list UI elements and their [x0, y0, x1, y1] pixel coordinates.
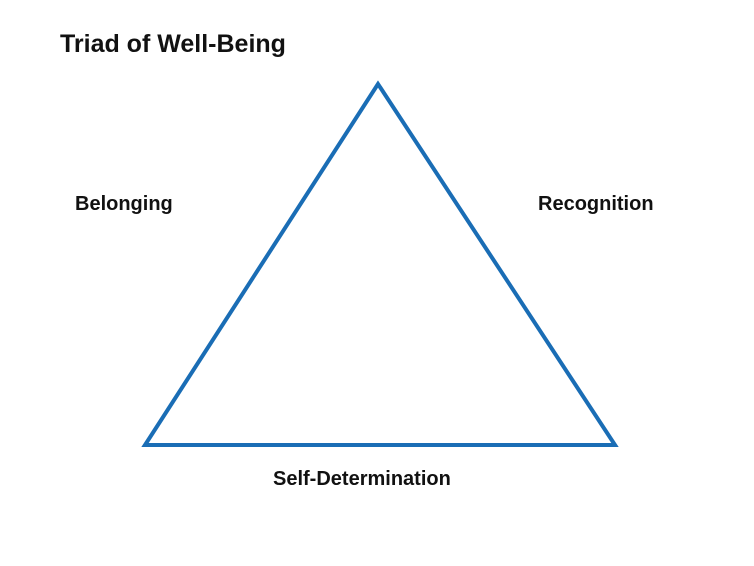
- triad-triangle: [141, 80, 619, 447]
- label-recognition: Recognition: [538, 193, 654, 215]
- label-belonging: Belonging: [75, 193, 173, 215]
- label-self-determination: Self-Determination: [273, 468, 451, 490]
- diagram-title: Triad of Well-Being: [60, 30, 286, 58]
